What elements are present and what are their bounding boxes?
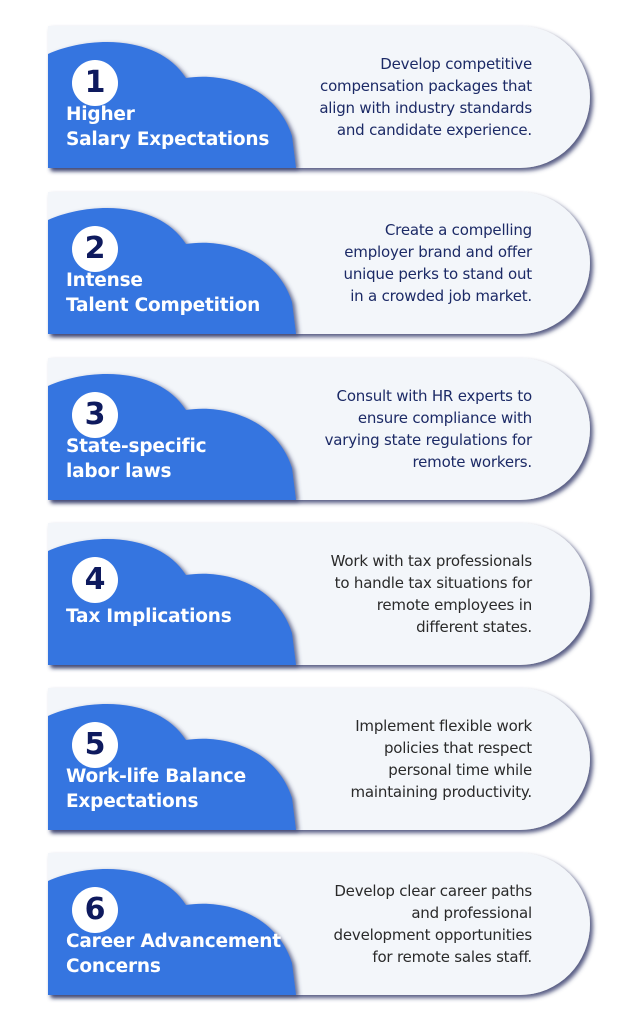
title-line: Expectations	[66, 791, 199, 812]
description-line: Work with tax professionals	[330, 552, 533, 570]
challenge-card-3: 3 State-specific labor laws Consult with …	[48, 358, 590, 500]
description-line: maintaining productivity.	[350, 783, 533, 801]
description-line: Implement flexible work	[355, 717, 532, 735]
description-line: unique perks to stand out	[343, 265, 533, 283]
title-line: Concerns	[66, 956, 161, 977]
step-number-badge: 5	[72, 722, 118, 768]
title-line: Talent Competition	[66, 295, 261, 316]
step-number-badge: 4	[72, 557, 118, 603]
challenge-title: Tax Implications	[66, 604, 296, 629]
description-line: employer brand and offer	[344, 243, 532, 261]
title-line: Tax Implications	[66, 606, 232, 627]
description-line: Develop clear career paths	[334, 882, 532, 900]
challenge-description: Develop competitive compensation packages…	[272, 26, 532, 168]
step-number-badge: 3	[72, 392, 118, 438]
challenge-description: Develop clear career paths and profession…	[272, 853, 533, 995]
title-line: Salary Expectations	[66, 129, 270, 150]
challenge-title: State-specific labor laws	[66, 434, 296, 484]
description-line: Develop competitive	[380, 55, 532, 73]
description-line: to handle tax situations for	[334, 574, 533, 592]
description-line: in a crowded job market.	[350, 287, 532, 305]
title-line: Work-life Balance	[66, 766, 246, 787]
title-line: Higher	[66, 104, 135, 125]
title-line: labor laws	[66, 461, 172, 482]
description-line: compensation packages that	[320, 77, 532, 95]
description-line: align with industry standards	[319, 99, 532, 117]
step-number-badge: 6	[72, 887, 118, 933]
description-line: different states.	[416, 618, 532, 636]
description-line: remote employees in	[376, 596, 532, 614]
title-line: Intense	[66, 270, 143, 291]
title-line: State-specific	[66, 436, 207, 457]
challenge-card-4: 4 Tax Implications Work with tax profess…	[48, 523, 590, 665]
description-line: Create a compelling	[384, 221, 532, 239]
challenge-description: Work with tax professionals to handle tax…	[272, 523, 533, 665]
step-number-badge: 1	[72, 60, 118, 106]
description-line: Consult with HR experts to	[336, 387, 533, 405]
description-line: personal time while	[388, 761, 532, 779]
description-line: remote workers.	[412, 453, 533, 471]
description-line: policies that respect	[383, 739, 532, 757]
description-line: and candidate experience.	[336, 121, 532, 139]
description-line: varying state regulations for	[324, 431, 533, 449]
description-line: development opportunities	[333, 926, 533, 944]
description-line: for remote sales staff.	[372, 948, 532, 966]
challenge-description: Create a compelling employer brand and of…	[272, 192, 533, 334]
challenge-description: Implement flexible work policies that res…	[272, 688, 533, 830]
step-number-badge: 2	[72, 226, 118, 272]
challenge-description: Consult with HR experts to ensure complia…	[272, 358, 533, 500]
description-line: and professional	[411, 904, 532, 922]
title-line: Career Advancement	[66, 931, 281, 952]
description-line: ensure compliance with	[357, 409, 532, 427]
